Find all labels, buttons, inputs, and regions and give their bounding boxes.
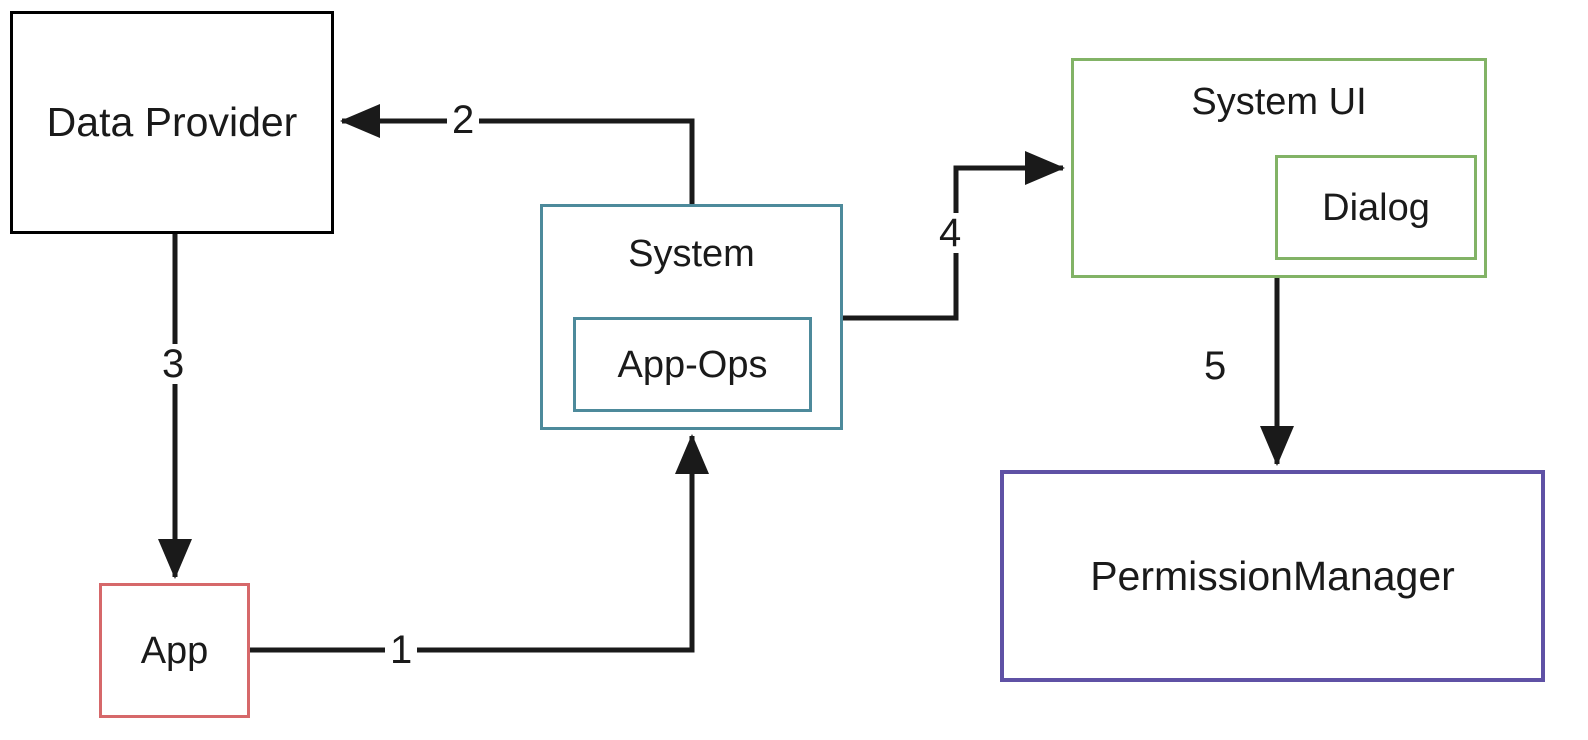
node-app[interactable]: App — [99, 583, 250, 718]
edge-1-path — [250, 433, 709, 653]
node-data-provider[interactable]: Data Provider — [10, 11, 334, 234]
node-system[interactable]: System App-Ops — [540, 204, 843, 430]
node-app-label: App — [140, 629, 209, 672]
node-system-ui-label: System UI — [1191, 81, 1367, 123]
edge-2-label: 2 — [447, 100, 480, 140]
node-permission-manager-label: PermissionManager — [1090, 552, 1455, 599]
edge-3-label: 3 — [157, 344, 190, 384]
edge-2-path — [339, 104, 695, 204]
node-system-label: System — [628, 233, 755, 275]
node-system-ui[interactable]: System UI Dialog — [1071, 58, 1487, 278]
edge-5-label: 5 — [1199, 346, 1232, 386]
edge-4-label: 4 — [934, 213, 967, 253]
node-app-ops[interactable]: App-Ops — [573, 317, 812, 412]
node-app-ops-label: App-Ops — [617, 343, 768, 386]
node-permission-manager[interactable]: PermissionManager — [1000, 470, 1545, 682]
edge-1-label: 1 — [385, 630, 418, 670]
node-dialog[interactable]: Dialog — [1275, 155, 1477, 260]
node-dialog-label: Dialog — [1322, 186, 1430, 229]
node-data-provider-label: Data Provider — [46, 99, 298, 145]
